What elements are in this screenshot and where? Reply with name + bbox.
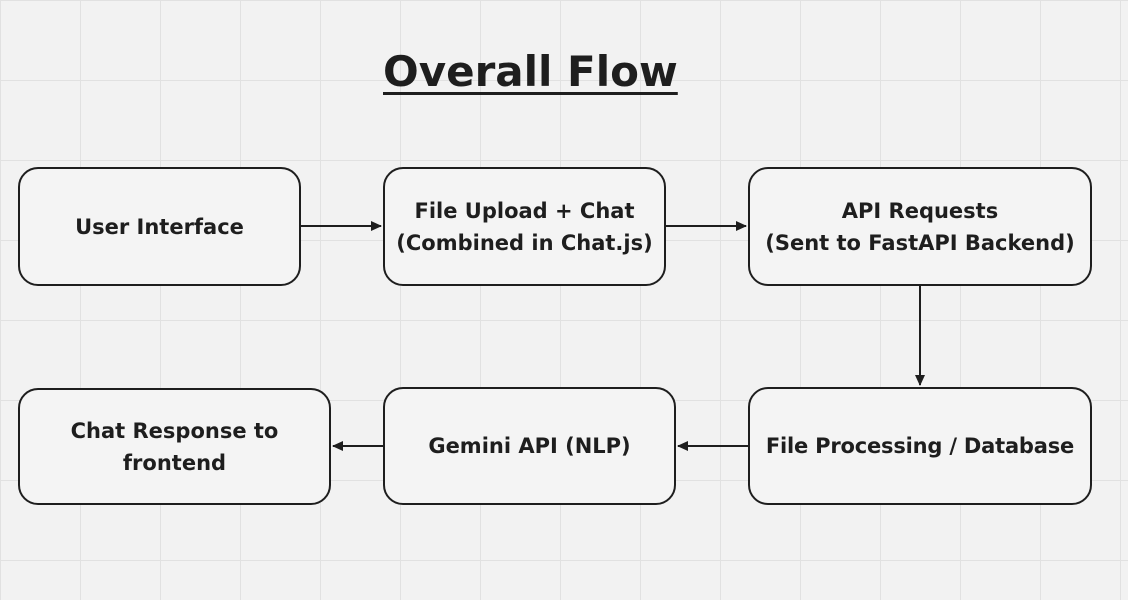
node-gemini-api: Gemini API (NLP) xyxy=(383,387,676,505)
node-label: File Processing / Database xyxy=(765,434,1075,458)
node-user-interface: User Interface xyxy=(18,167,301,286)
node-file-upload-chat: File Upload + Chat (Combined in Chat.js) xyxy=(383,167,666,286)
node-label: Chat Response to frontend xyxy=(70,418,279,475)
node-label: File Upload + Chat (Combined in Chat.js) xyxy=(396,198,653,255)
node-label: User Interface xyxy=(75,214,244,239)
diagram-title: Overall Flow xyxy=(383,47,678,96)
node-api-requests: API Requests (Sent to FastAPI Backend) xyxy=(748,167,1092,286)
node-label: API Requests (Sent to FastAPI Backend) xyxy=(765,198,1075,255)
node-label: Gemini API (NLP) xyxy=(428,434,631,458)
node-chat-response: Chat Response to frontend xyxy=(18,388,331,505)
node-file-processing-database: File Processing / Database xyxy=(748,387,1092,505)
